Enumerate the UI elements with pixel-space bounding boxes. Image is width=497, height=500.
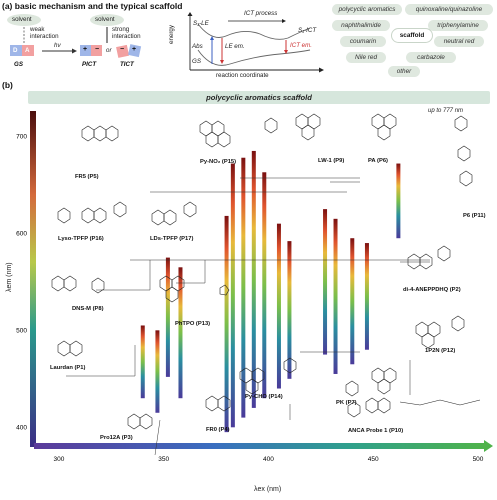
probe-label-dns-m: DNS-M (P8) (72, 306, 104, 312)
range-bar (224, 215, 229, 433)
range-bar (323, 209, 328, 355)
range-bar (140, 325, 145, 399)
range-bar (364, 243, 369, 350)
ict-process-label: ICT process (244, 10, 278, 17)
gs-curve (197, 49, 311, 66)
abs-label: Abs (192, 43, 203, 50)
scaffold-pill-quinoxaline: quinoxaline/quinazoline (405, 4, 493, 15)
solvent-ellipse-ict (90, 14, 124, 26)
panel-b-title: (b) (2, 80, 13, 90)
x-tick-label: 400 (263, 456, 274, 463)
probe-label-anca: ANCA Probe 1 (P10) (348, 428, 404, 434)
x-tick-label: 300 (54, 456, 65, 463)
strong-interaction-label: strong interaction (112, 26, 141, 40)
tict-label: TICT (120, 61, 134, 68)
solvent-ellipse-gs (7, 14, 41, 26)
probe-label-pro12a: Pro12A (P3) (100, 435, 133, 441)
up-to-label: up to 777 nm (428, 108, 464, 114)
solvent-label-2: solvent (95, 16, 115, 23)
tict-minus: − (120, 46, 125, 53)
scaffold-pill-naphthalimide: naphthalimide (332, 20, 390, 31)
probe-label-fr5: FR5 (P5) (75, 174, 99, 180)
probe-label-phtpo: PhTPO (P13) (175, 321, 211, 327)
energy-diagram (187, 12, 324, 73)
scaffold-pill-coumarin: coumarin (340, 36, 386, 47)
scaffold-pill-polycyclic: polycyclic aromatics (332, 4, 402, 15)
probe-label-di4: di-4-ANEPPDHQ (P2) (403, 287, 461, 293)
x-tick-label: 350 (158, 456, 169, 463)
donor-box-pict (80, 45, 91, 56)
range-bar (287, 241, 292, 379)
scaffold-pill-neutral-red: neutral red (434, 36, 484, 47)
range-bar (350, 238, 355, 365)
acceptor-box-pict (91, 45, 102, 56)
scaffold-pill-nile-red: Nile red (346, 52, 386, 63)
donor-letter: D (13, 47, 18, 54)
pict-plus: + (83, 46, 88, 53)
scaffold-pill-center: scaffold (392, 29, 432, 42)
range-bar (333, 218, 338, 374)
y-tick-label: 600 (16, 230, 27, 237)
scaffold-banner: polycyclic aromatics scaffold (28, 91, 490, 104)
le-em-label: LE em. (225, 43, 245, 50)
gs-curve-label: GS (192, 58, 201, 65)
or-label: or (106, 47, 112, 54)
hv-label: hν (54, 42, 61, 49)
pict-label: PICT (82, 61, 97, 68)
x-axis-arrow (484, 440, 493, 452)
probe-label-lds-tpfp: LDs-TPFP (P17) (150, 236, 194, 242)
gs-label: GS (14, 61, 23, 68)
range-bar (396, 163, 401, 239)
probe-label-lyso-tpfp: Lyso-TPFP (P16) (58, 236, 104, 242)
y-axis-gradient (30, 111, 36, 447)
tict-plus: + (132, 46, 137, 53)
y-tick-label: 400 (16, 424, 27, 431)
scaffold-pill-carbazole: carbazole (406, 52, 456, 63)
range-bar (241, 157, 246, 418)
reaction-coordinate-label: reaction coordinate (216, 72, 269, 79)
range-bar (276, 223, 281, 389)
solvent-label-1: solvent (12, 16, 32, 23)
range-bar (178, 267, 183, 399)
x-axis-label: λex (nm) (254, 486, 282, 493)
connector-lines (66, 177, 430, 456)
panel-a-title: (a) basic mechanism and the typical scaf… (2, 1, 183, 11)
probe-label-pk: PK (P7) (336, 400, 357, 406)
s1-curve (197, 23, 311, 40)
mechanism-diagram (7, 14, 142, 58)
range-bar (251, 150, 256, 408)
x-tick-label: 500 (473, 456, 484, 463)
probe-label-py-cho: Py-CHO (P14) (245, 394, 283, 400)
acceptor-box-tict (128, 44, 142, 58)
range-bar (155, 330, 160, 413)
probe-label-pa: PA (P6) (368, 158, 388, 164)
donor-box-gs (10, 45, 22, 56)
y-tick-label: 700 (16, 133, 27, 140)
scaffold-pill-triphenylamine: triphenylamine (428, 20, 488, 31)
probe-label-laurdan: Laurdan (P1) (50, 365, 86, 371)
s1-ict-label: S₁-ICT (298, 27, 317, 34)
ict-em-label: ICT em. (290, 42, 313, 49)
scaffold-pill-other: other (388, 66, 420, 77)
x-tick-label: 450 (368, 456, 379, 463)
pict-minus: − (95, 46, 100, 53)
acceptor-box-gs (22, 45, 34, 56)
probe-label-py-no2: Py-NO₂ (P15) (200, 159, 237, 165)
y-tick-label: 500 (16, 327, 27, 334)
range-bar (262, 172, 267, 399)
acceptor-letter: A (25, 47, 30, 54)
range-bar (230, 163, 235, 428)
probe-label-1p2n: 1P2N (P12) (425, 348, 456, 354)
donor-box-tict (116, 44, 130, 58)
weak-interaction-label: weak interaction (30, 26, 59, 40)
probe-label-lw1: LW-1 (P9) (318, 158, 345, 164)
probe-label-fr0: FR0 (P4) (206, 427, 230, 433)
probe-label-p6: P6 (P11) (463, 213, 486, 219)
range-bar (165, 257, 170, 377)
s1-le-label: S₁-LE (193, 20, 209, 27)
x-axis-gradient (34, 443, 484, 449)
